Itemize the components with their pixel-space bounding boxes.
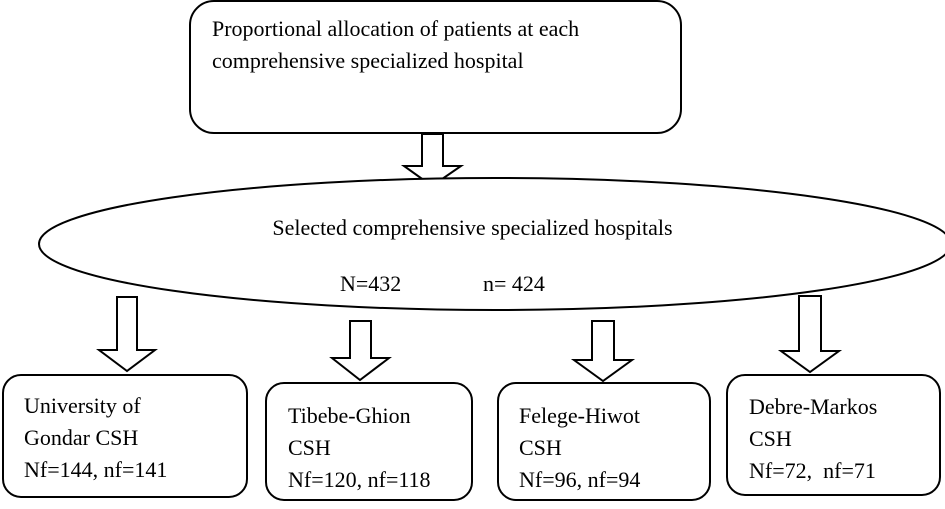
allocation-line-1: Proportional allocation of patients at e… [212, 16, 580, 41]
hospital-box-felege-hiwot [497, 382, 711, 501]
selected-hospitals-oval [38, 177, 945, 311]
hospital-box-debre-markos [726, 374, 941, 496]
hospital-counts: Nf=144, nf=141 [24, 457, 168, 482]
hospital-name-line-2: CSH [288, 435, 331, 460]
hospital-name-line-2: CSH [519, 435, 562, 460]
down-arrow-top [400, 133, 465, 188]
down-arrow-tibebe-ghion [329, 320, 392, 382]
hospital-name-line-2: Gondar CSH [24, 425, 139, 450]
hospital-name-line-1: Felege-Hiwot [519, 403, 640, 428]
down-arrow-felege-hiwot [570, 320, 636, 383]
hospital-text-gondar: University of Gondar CSH Nf=144, nf=141 [24, 390, 167, 486]
hospital-box-tibebe-ghion [265, 382, 473, 501]
hospital-counts: Nf=120, nf=118 [288, 467, 431, 492]
hospital-text-tibebe-ghion: Tibebe-Ghion CSH Nf=120, nf=118 [288, 400, 431, 496]
allocation-box-text: Proportional allocation of patients at e… [212, 13, 579, 77]
hospital-name-line-1: University of [24, 393, 141, 418]
hospital-box-gondar [2, 374, 248, 498]
hospital-text-felege-hiwot: Felege-Hiwot CSH Nf=96, nf=94 [519, 400, 640, 496]
total-population-label: N=432 [340, 271, 402, 296]
down-arrow-gondar [96, 296, 158, 373]
oval-title: Selected comprehensive specialized hospi… [272, 215, 673, 240]
hospital-counts: Nf=96, nf=94 [519, 467, 641, 492]
hospital-counts: Nf=72, nf=71 [749, 458, 876, 483]
total-sample-label: n= 424 [483, 271, 545, 296]
allocation-line-2: comprehensive specialized hospital [212, 48, 524, 73]
hospital-text-debre-markos: Debre-Markos CSH Nf=72, nf=71 [749, 391, 877, 487]
hospital-name-line-1: Tibebe-Ghion [288, 403, 411, 428]
hospital-name-line-1: Debre-Markos [749, 394, 878, 419]
down-arrow-debre-markos [777, 295, 843, 374]
hospital-name-line-2: CSH [749, 426, 792, 451]
